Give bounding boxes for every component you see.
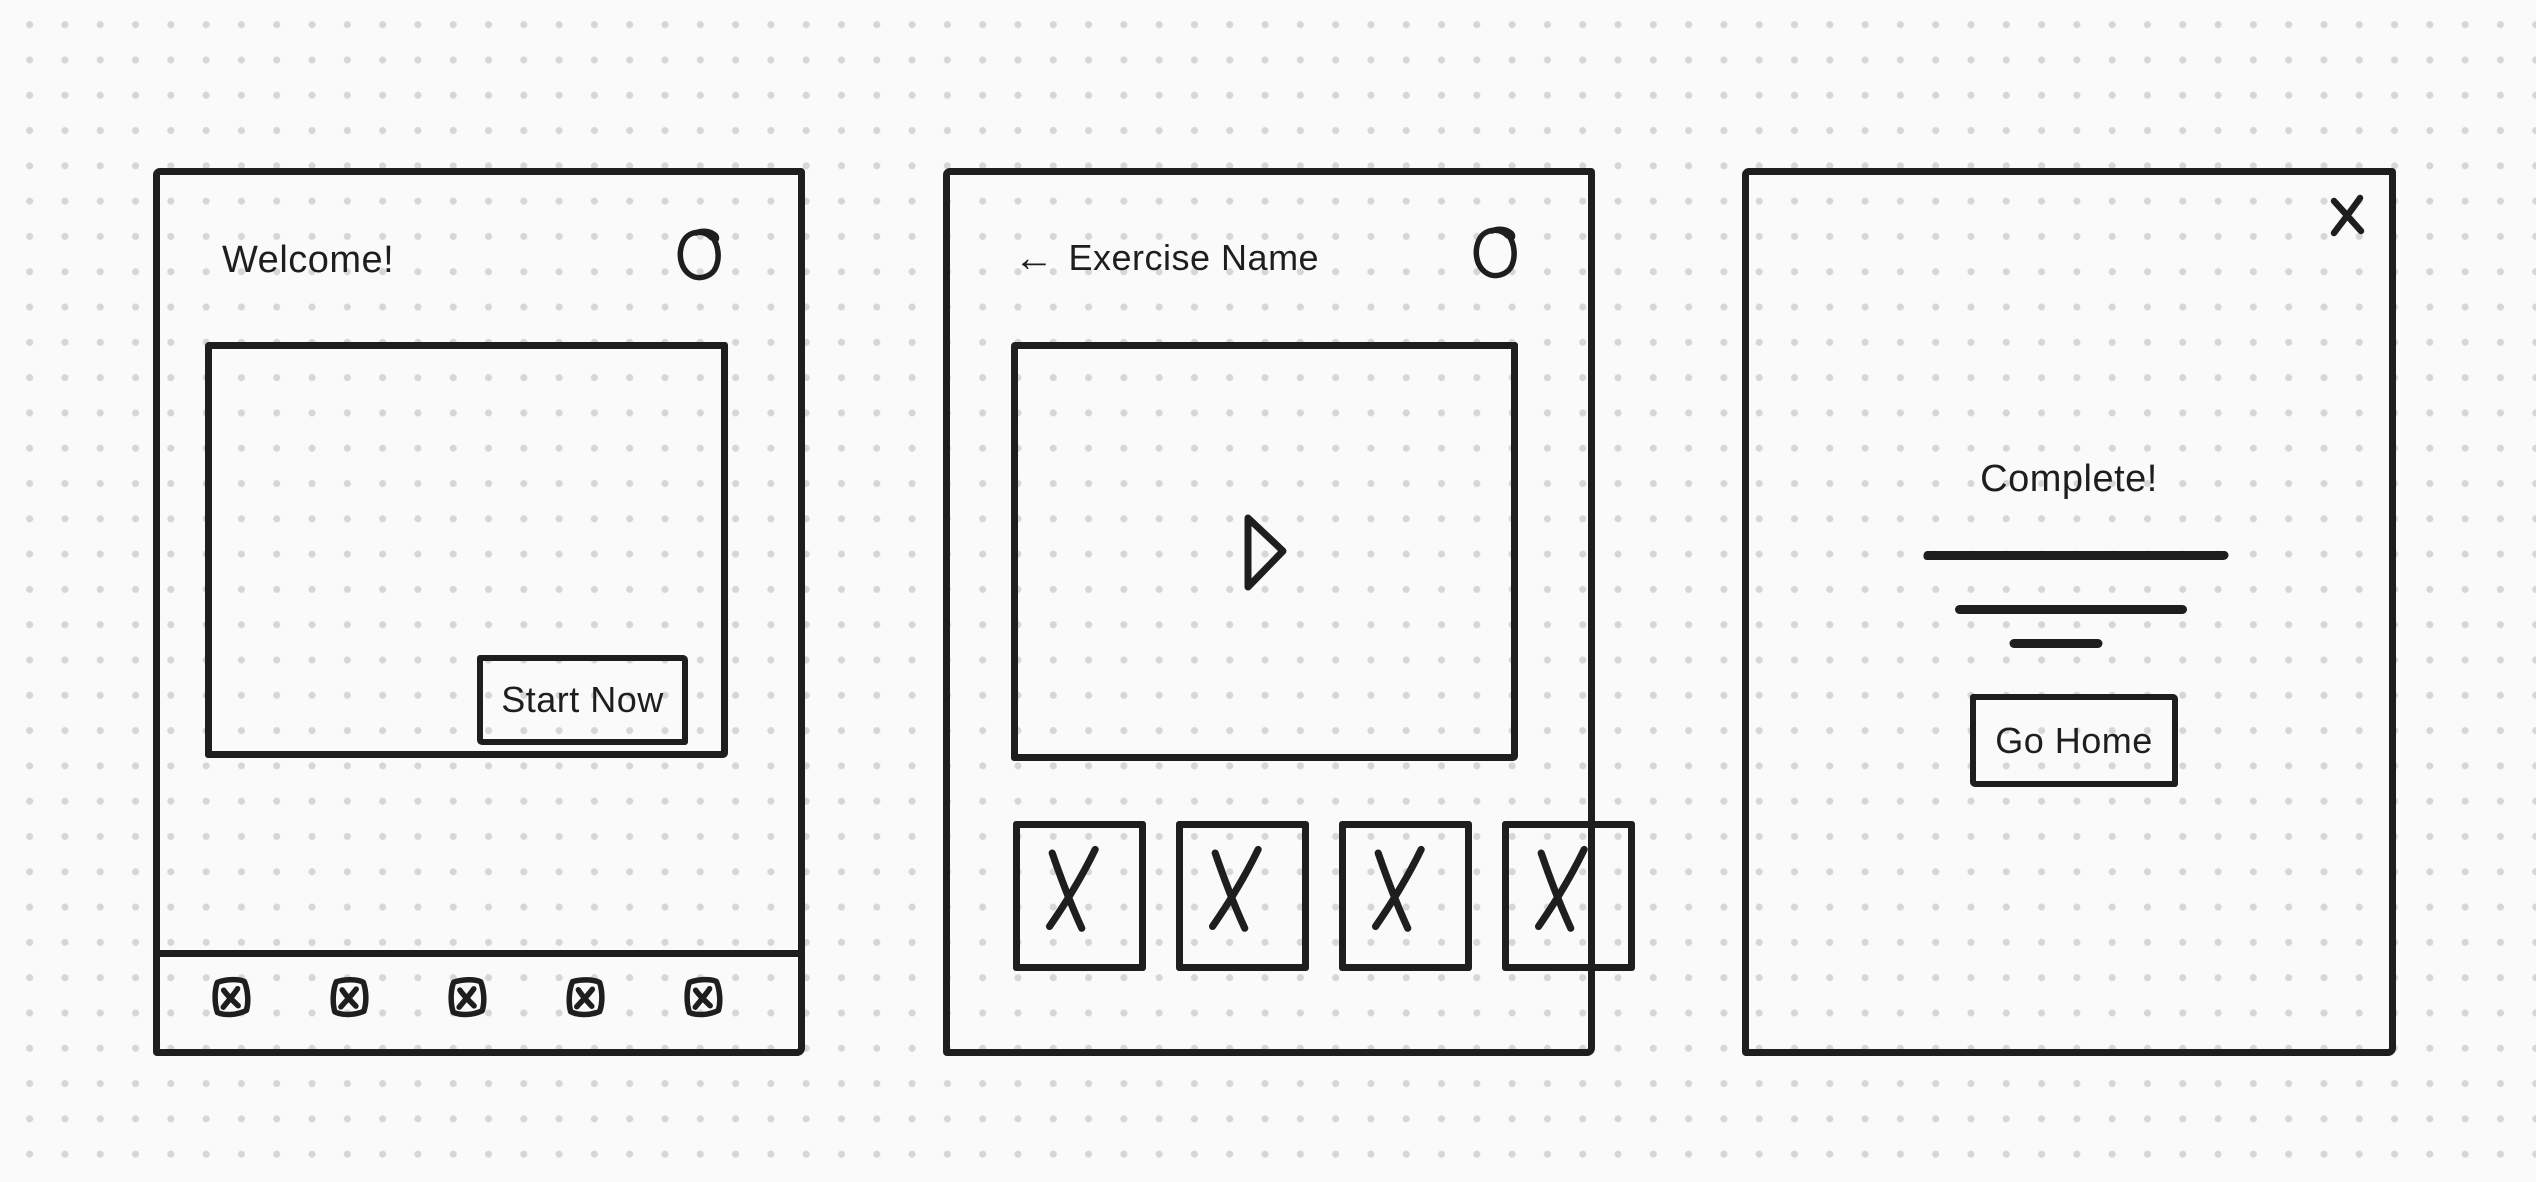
text-placeholder-line: [2009, 639, 2103, 648]
welcome-title: Welcome!: [222, 239, 395, 281]
welcome-screen-frame: Welcome! Start Now: [153, 168, 805, 1056]
complete-screen-frame: Complete! Go Home: [1742, 168, 2396, 1056]
bottom-nav-divider: [153, 950, 805, 957]
close-icon[interactable]: [2323, 189, 2371, 241]
text-placeholder-line: [1923, 551, 2229, 560]
x-box-icon[interactable]: [323, 973, 374, 1028]
text-placeholder-line: [1955, 605, 2187, 614]
bottom-nav: [160, 973, 798, 1031]
start-now-button[interactable]: Start Now: [477, 655, 688, 745]
video-placeholder: [1011, 342, 1518, 761]
x-box-icon[interactable]: [204, 972, 256, 1028]
complete-title: Complete!: [1980, 458, 2158, 500]
x-thumbnail-box[interactable]: [1502, 821, 1635, 971]
x-box-icon[interactable]: [558, 972, 610, 1028]
exercise-title: Exercise Name: [1068, 237, 1320, 278]
exercise-header: ← Exercise Name: [1014, 237, 1319, 279]
play-icon[interactable]: [1239, 510, 1291, 594]
exercise-screen-frame: ← Exercise Name: [943, 168, 1635, 1056]
welcome-media-placeholder: [205, 342, 728, 758]
fruit-logo-icon: [677, 228, 721, 281]
go-home-button[interactable]: Go Home: [1970, 694, 2178, 787]
fruit-logo-icon: [1473, 226, 1517, 279]
x-thumbnail-box[interactable]: [1176, 821, 1309, 971]
x-box-icon[interactable]: [676, 972, 728, 1028]
x-thumbnail-box[interactable]: [1339, 821, 1472, 971]
x-thumbnail-box[interactable]: [1013, 821, 1146, 971]
back-arrow-icon[interactable]: ←: [1014, 236, 1055, 280]
x-box-icon[interactable]: [441, 973, 492, 1028]
